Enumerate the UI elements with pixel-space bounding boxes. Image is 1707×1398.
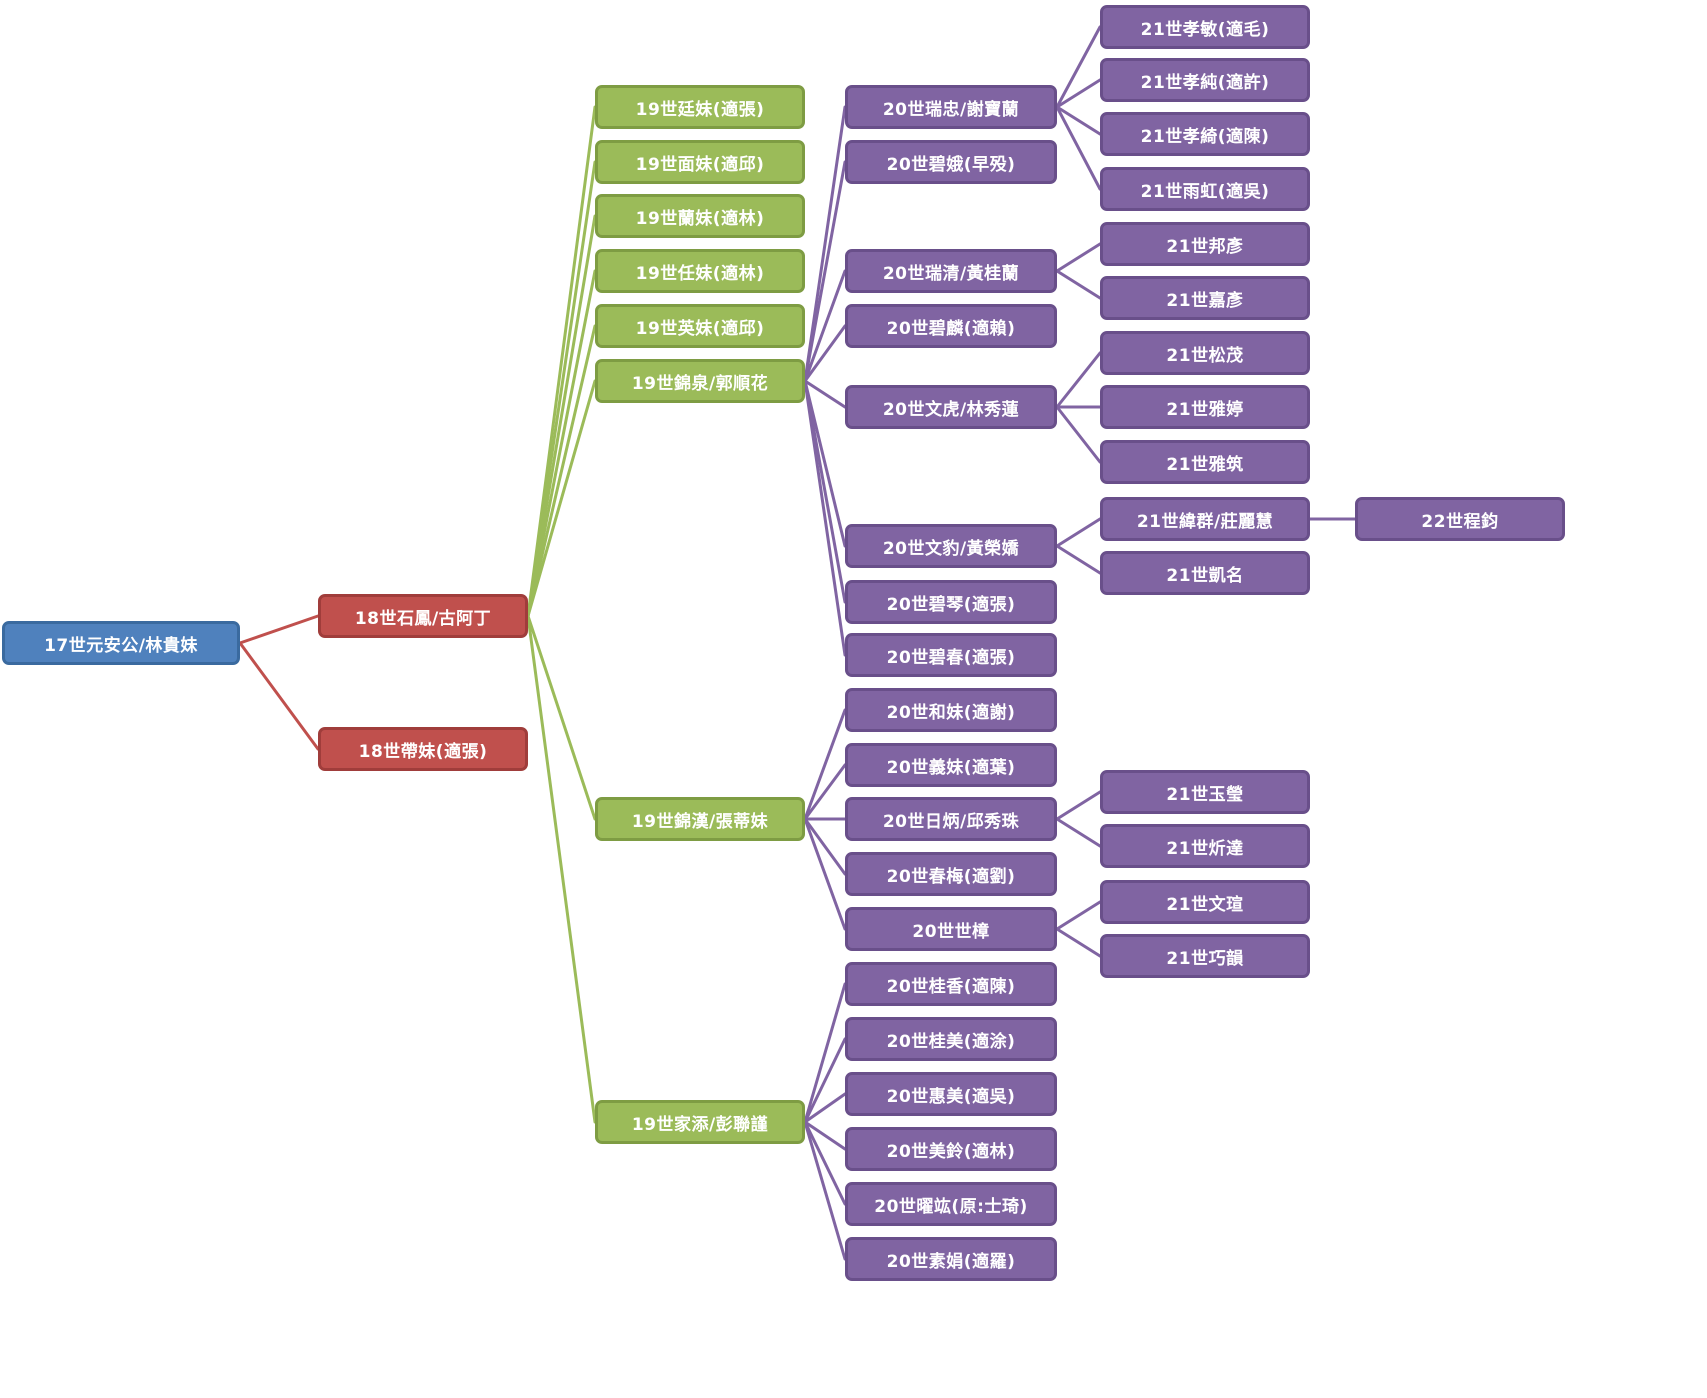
node-gen20-9: 20世義妹(適葉) (845, 743, 1057, 787)
node-gen21-12: 21世炘達 (1100, 824, 1310, 868)
node-gen21-7: 21世雅婷 (1100, 385, 1310, 429)
edges-gen18 (238, 614, 320, 751)
node-gen19-6: 19世錦漢/張蒂妹 (595, 797, 805, 841)
node-gen20-2: 20世瑞清/黃桂蘭 (845, 249, 1057, 293)
node-gen19-0: 19世廷妹(適張) (595, 85, 805, 129)
node-gen20-0: 20世瑞忠/謝寶蘭 (845, 85, 1057, 129)
node-gen20-6: 20世碧琴(適張) (845, 580, 1057, 624)
edges-gen21 (1055, 25, 1102, 958)
node-gen21-10: 21世凱名 (1100, 551, 1310, 595)
node-gen20-13: 20世桂香(適陳) (845, 962, 1057, 1006)
node-gen20-4: 20世文虎/林秀蓮 (845, 385, 1057, 429)
edges-gen19 (526, 105, 597, 1124)
node-gen20-16: 20世美鈴(適林) (845, 1127, 1057, 1171)
node-gen21-6: 21世松茂 (1100, 331, 1310, 375)
node-gen18-1: 18世帶妹(適張) (318, 727, 528, 771)
node-gen22-0: 22世程鈞 (1355, 497, 1565, 541)
node-gen19-4: 19世英妹(適邱) (595, 304, 805, 348)
node-gen17-root: 17世元安公/林貴妹 (2, 621, 240, 665)
node-gen21-0: 21世孝敏(適毛) (1100, 5, 1310, 49)
node-gen20-3: 20世碧麟(適賴) (845, 304, 1057, 348)
node-gen21-8: 21世雅筑 (1100, 440, 1310, 484)
node-gen21-11: 21世玉瑩 (1100, 770, 1310, 814)
node-gen20-14: 20世桂美(適涂) (845, 1017, 1057, 1061)
node-gen20-18: 20世素娟(適羅) (845, 1237, 1057, 1281)
node-gen19-3: 19世任妹(適林) (595, 249, 805, 293)
node-gen21-3: 21世雨虹(適吳) (1100, 167, 1310, 211)
node-gen20-5: 20世文豹/黃榮嬌 (845, 524, 1057, 568)
node-gen20-12: 20世世樟 (845, 907, 1057, 951)
node-gen20-7: 20世碧春(適張) (845, 633, 1057, 677)
node-gen21-2: 21世孝綺(適陳) (1100, 112, 1310, 156)
node-gen21-14: 21世巧韻 (1100, 934, 1310, 978)
node-gen21-13: 21世文瑄 (1100, 880, 1310, 924)
node-gen18-0: 18世石鳳/古阿丁 (318, 594, 528, 638)
node-gen19-7: 19世家添/彭聯謹 (595, 1100, 805, 1144)
node-gen19-1: 19世面妹(適邱) (595, 140, 805, 184)
node-gen21-1: 21世孝純(適許) (1100, 58, 1310, 102)
node-gen21-9: 21世緯群/莊麗慧 (1100, 497, 1310, 541)
node-gen20-15: 20世惠美(適吳) (845, 1072, 1057, 1116)
node-gen20-17: 20世曜竑(原:士琦) (845, 1182, 1057, 1226)
node-gen20-10: 20世日炳/邱秀珠 (845, 797, 1057, 841)
node-gen21-5: 21世嘉彥 (1100, 276, 1310, 320)
node-gen20-1: 20世碧娥(早殁) (845, 140, 1057, 184)
node-gen20-8: 20世和妹(適謝) (845, 688, 1057, 732)
node-gen20-11: 20世春梅(適劉) (845, 852, 1057, 896)
edges-gen20 (803, 105, 847, 1261)
node-gen19-5: 19世錦泉/郭順花 (595, 359, 805, 403)
node-gen21-4: 21世邦彥 (1100, 222, 1310, 266)
node-gen19-2: 19世蘭妹(適林) (595, 194, 805, 238)
